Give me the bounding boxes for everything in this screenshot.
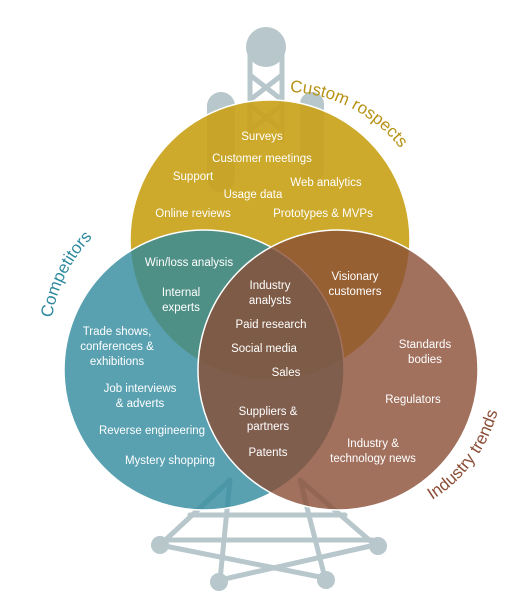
item-regulators: Regulators: [385, 394, 441, 406]
item-customer-meetings: Customer meetings: [212, 153, 312, 165]
item-visionary-customers-line1: Visionary: [331, 271, 378, 283]
item-industry-analysts-line2: analysts: [249, 295, 291, 307]
item-suppliers-partners-line2: partners: [247, 421, 289, 433]
item-job-interviews-line1: Job interviews: [104, 383, 177, 395]
item-social-media: Social media: [231, 343, 297, 355]
item-visionary-customers-line2: customers: [328, 286, 381, 298]
item-internal-experts-line2: experts: [162, 302, 200, 314]
item-internal-experts-line1: Internal: [162, 287, 200, 299]
item-online-reviews: Online reviews: [155, 208, 231, 220]
item-trade-shows-line1: Trade shows,: [83, 326, 152, 338]
item-paid-research: Paid research: [236, 319, 307, 331]
item-job-interviews-line2: & adverts: [116, 398, 165, 410]
item-win-loss-analysis: Win/loss analysis: [145, 257, 233, 269]
item-trade-shows-line2: conferences &: [80, 341, 154, 353]
item-industry-news-line2: technology news: [330, 453, 416, 465]
item-surveys: Surveys: [241, 131, 283, 143]
item-industry-analysts-line1: Industry: [250, 280, 291, 292]
item-web-analytics: Web analytics: [290, 177, 362, 189]
item-suppliers-partners-line1: Suppliers &: [239, 406, 298, 418]
item-reverse-engineering: Reverse engineering: [99, 425, 205, 437]
trends-circle: [197, 229, 479, 511]
item-prototypes: Prototypes & MVPs: [273, 208, 373, 220]
item-mystery-shopping: Mystery shopping: [125, 455, 215, 467]
item-standards-bodies-line2: bodies: [408, 354, 442, 366]
tower-feet: [151, 27, 387, 591]
item-sales: Sales: [272, 367, 301, 379]
item-standards-bodies-line1: Standards: [399, 339, 452, 351]
item-support: Support: [173, 171, 214, 183]
item-usage-data: Usage data: [224, 189, 283, 201]
item-patents: Patents: [249, 447, 288, 459]
item-industry-news-line1: Industry &: [347, 438, 399, 450]
item-trade-shows-line3: exhibitions: [90, 356, 145, 368]
